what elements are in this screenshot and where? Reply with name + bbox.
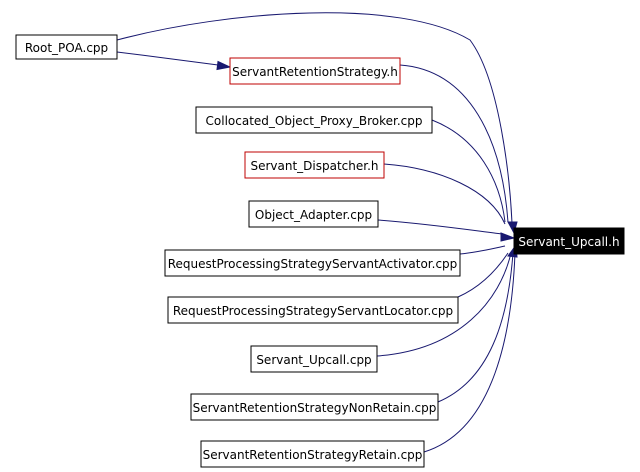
node-label: RequestProcessingStrategyServantActivato… bbox=[168, 257, 458, 271]
node-label: RequestProcessingStrategyServantLocator.… bbox=[173, 304, 453, 318]
edge-srs-retain-to-servant-upcall-h bbox=[423, 252, 516, 453]
node-srs-non-retain[interactable]: ServantRetentionStrategyNonRetain.cpp bbox=[190, 393, 439, 421]
node-label: Servant_Upcall.cpp bbox=[256, 353, 371, 367]
edge-object-adapter-to-servant-upcall-h bbox=[377, 219, 503, 235]
edge-root-poa-to-servant-upcall-h bbox=[116, 12, 513, 224]
arrowhead-icon bbox=[216, 60, 232, 71]
node-label: Object_Adapter.cpp bbox=[255, 208, 372, 222]
node-label: ServantRetentionStrategyRetain.cpp bbox=[203, 448, 423, 462]
edge-servant-retention-strategy-h-to-servant-upcall-h bbox=[399, 64, 509, 223]
node-collocated-object-proxy-broker[interactable]: Collocated_Object_Proxy_Broker.cpp bbox=[195, 106, 433, 134]
edge-srs-non-retain-to-servant-upcall-h bbox=[437, 252, 514, 403]
node-label: Servant_Dispatcher.h bbox=[250, 159, 378, 173]
node-label: Servant_Upcall.h bbox=[518, 235, 619, 249]
edge-servant-upcall-cpp-to-servant-upcall-h bbox=[376, 252, 512, 357]
edge-rps-servant-activator-to-servant-upcall-h bbox=[459, 245, 506, 255]
node-servant-upcall-cpp[interactable]: Servant_Upcall.cpp bbox=[250, 345, 378, 373]
node-label: Root_POA.cpp bbox=[25, 41, 108, 55]
edge-root-poa-to-servant-retention-strategy-h bbox=[116, 51, 219, 66]
node-layer: Root_POA.cpp ServantRetentionStrategy.h … bbox=[15, 34, 625, 468]
edge-servant-dispatcher-h-to-servant-upcall-h bbox=[383, 163, 506, 225]
node-servant-upcall-h-target[interactable]: Servant_Upcall.h bbox=[513, 227, 625, 255]
node-servant-retention-strategy-h[interactable]: ServantRetentionStrategy.h bbox=[229, 57, 401, 85]
edge-collocated-object-proxy-broker-to-servant-upcall-h bbox=[431, 119, 506, 223]
node-label: Collocated_Object_Proxy_Broker.cpp bbox=[206, 114, 423, 128]
node-root-poa[interactable]: Root_POA.cpp bbox=[15, 34, 118, 60]
node-servant-dispatcher-h[interactable]: Servant_Dispatcher.h bbox=[244, 151, 385, 179]
node-rps-servant-locator[interactable]: RequestProcessingStrategyServantLocator.… bbox=[167, 296, 459, 324]
node-object-adapter[interactable]: Object_Adapter.cpp bbox=[248, 200, 379, 228]
node-srs-retain[interactable]: ServantRetentionStrategyRetain.cpp bbox=[200, 440, 425, 468]
arrowhead-icon bbox=[500, 232, 516, 242]
edge-rps-servant-locator-to-servant-upcall-h bbox=[457, 252, 509, 298]
node-label: ServantRetentionStrategyNonRetain.cpp bbox=[193, 401, 437, 415]
edge-layer bbox=[116, 12, 518, 453]
node-label: ServantRetentionStrategy.h bbox=[232, 65, 398, 79]
node-rps-servant-activator[interactable]: RequestProcessingStrategyServantActivato… bbox=[164, 249, 461, 277]
